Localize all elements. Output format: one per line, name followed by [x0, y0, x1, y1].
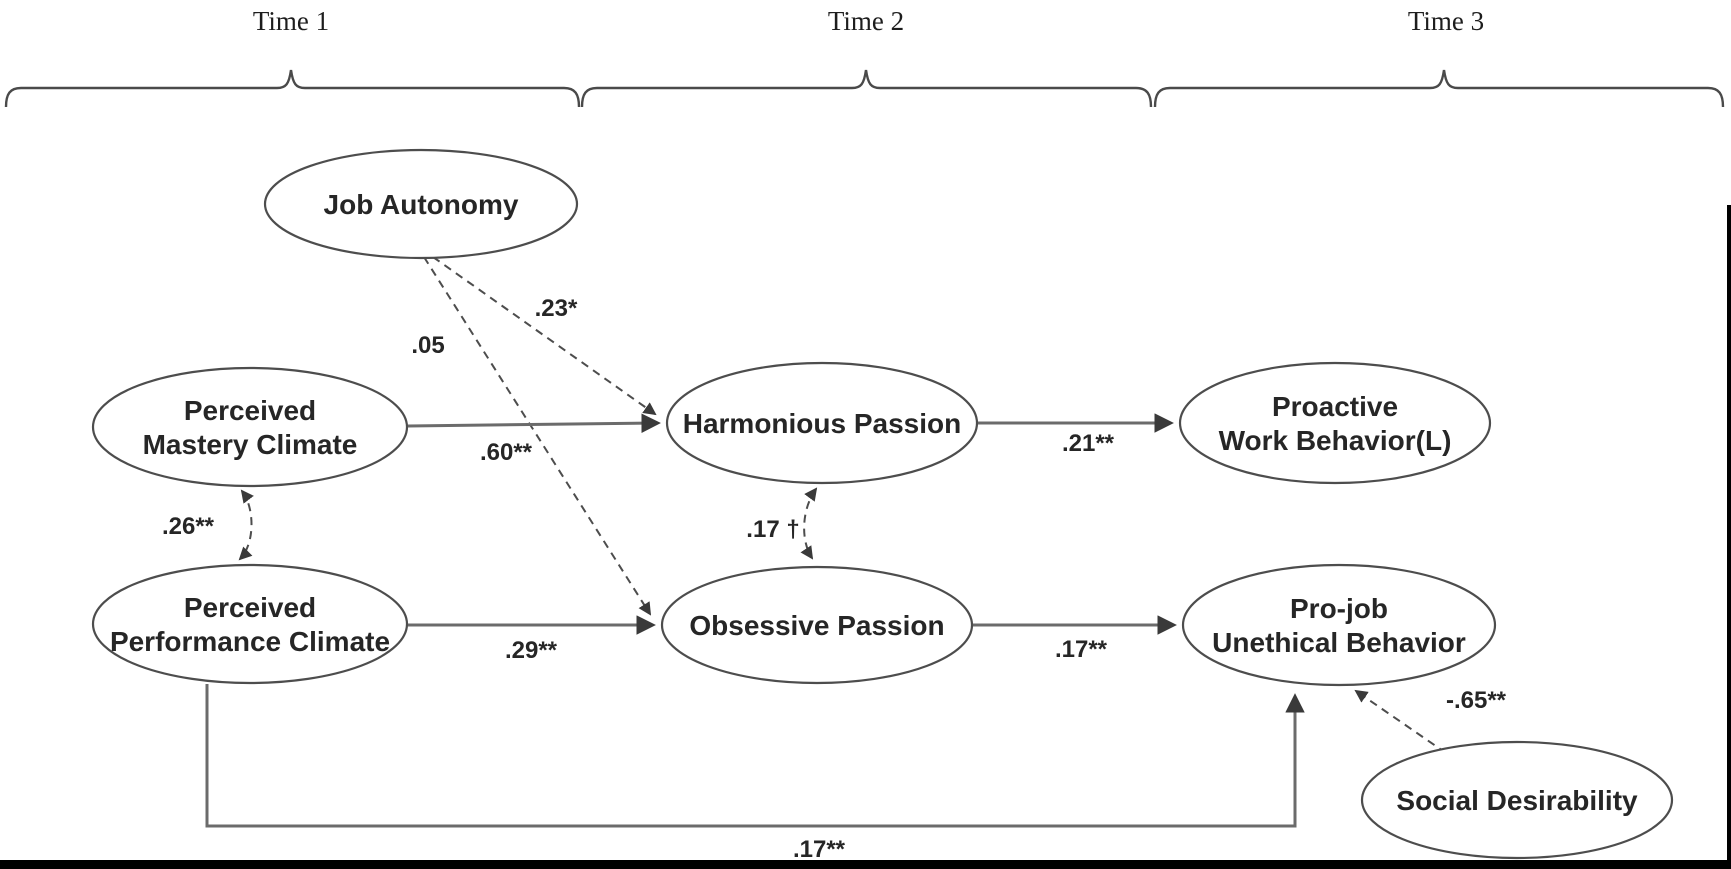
time2-brace	[580, 69, 1153, 108]
proactive-work-behavior-label-line1: Proactive	[1272, 391, 1398, 422]
time3-label: Time 3	[1408, 6, 1484, 36]
coef-social-desirability-unethical: -.65**	[1446, 687, 1507, 714]
node-harmonious-passion: Harmonious Passion	[665, 361, 979, 485]
node-perceived-mastery-climate: Perceived Mastery Climate	[91, 366, 409, 488]
time2-label: Time 2	[828, 6, 904, 36]
performance-climate-label-line2: Performance Climate	[110, 626, 390, 657]
social-desirability-label: Social Desirability	[1396, 785, 1638, 816]
bottom-border	[0, 860, 1731, 869]
obsessive-passion-ellipse	[660, 565, 974, 685]
job-autonomy-label: Job Autonomy	[324, 189, 519, 220]
right-border	[1727, 205, 1731, 869]
coef-job-autonomy-harmonious: .23*	[535, 295, 578, 322]
node-obsessive-passion: Obsessive Passion	[660, 565, 974, 685]
edge-mastery-climate-covary-performance-climate	[238, 489, 254, 561]
harmonious-passion-ellipse	[665, 361, 979, 485]
edge-social-desirability-to-pro-job-unethical-behavior	[1354, 689, 1447, 754]
pro-job-unethical-behavior-label-line1: Pro-job	[1290, 593, 1388, 624]
edge-job-autonomy-to-obsessive-passion	[423, 256, 652, 616]
node-perceived-performance-climate: Perceived Performance Climate	[91, 563, 409, 685]
time1-brace	[4, 69, 581, 108]
node-proactive-work-behavior: Proactive Work Behavior(L)	[1178, 361, 1492, 485]
time1-label: Time 1	[253, 6, 329, 36]
node-social-desirability: Social Desirability	[1360, 740, 1674, 860]
coef-performance-unethical: .17**	[793, 836, 846, 863]
edge-harmonious-passion-covary-obsessive-passion	[800, 487, 818, 560]
coef-harmonious-obsessive-covariance: .17 †	[746, 516, 799, 543]
mastery-climate-ellipse	[91, 366, 409, 488]
edge-job-autonomy-to-harmonious-passion	[432, 256, 657, 416]
performance-climate-label-line1: Perceived	[184, 592, 316, 623]
coef-harmonious-proactive: .21**	[1062, 430, 1115, 457]
pro-job-unethical-behavior-ellipse	[1181, 563, 1497, 687]
proactive-work-behavior-label-line2: Work Behavior(L)	[1219, 425, 1452, 456]
node-pro-job-unethical-behavior: Pro-job Unethical Behavior	[1181, 563, 1497, 687]
performance-climate-ellipse	[91, 563, 409, 685]
proactive-work-behavior-ellipse	[1178, 361, 1492, 485]
time3-brace	[1153, 69, 1725, 108]
obsessive-passion-label: Obsessive Passion	[689, 610, 944, 641]
coef-mastery-harmonious: .60**	[480, 439, 533, 466]
pro-job-unethical-behavior-label-line2: Unethical Behavior	[1212, 627, 1466, 658]
coef-job-autonomy-obsessive: .05	[411, 332, 444, 359]
edge-mastery-climate-to-harmonious-passion	[407, 413, 661, 433]
coef-obsessive-unethical: .17**	[1055, 636, 1108, 663]
harmonious-passion-label: Harmonious Passion	[683, 408, 962, 439]
edge-performance-climate-to-pro-job-unethical-behavior	[205, 684, 1305, 828]
social-desirability-ellipse	[1360, 740, 1674, 860]
mastery-climate-label-line2: Mastery Climate	[143, 429, 358, 460]
job-autonomy-ellipse	[263, 148, 579, 260]
coef-mastery-performance-covariance: .26**	[162, 513, 215, 540]
node-job-autonomy: Job Autonomy	[263, 148, 579, 260]
mastery-climate-label-line1: Perceived	[184, 395, 316, 426]
coef-performance-obsessive: .29**	[505, 637, 558, 664]
